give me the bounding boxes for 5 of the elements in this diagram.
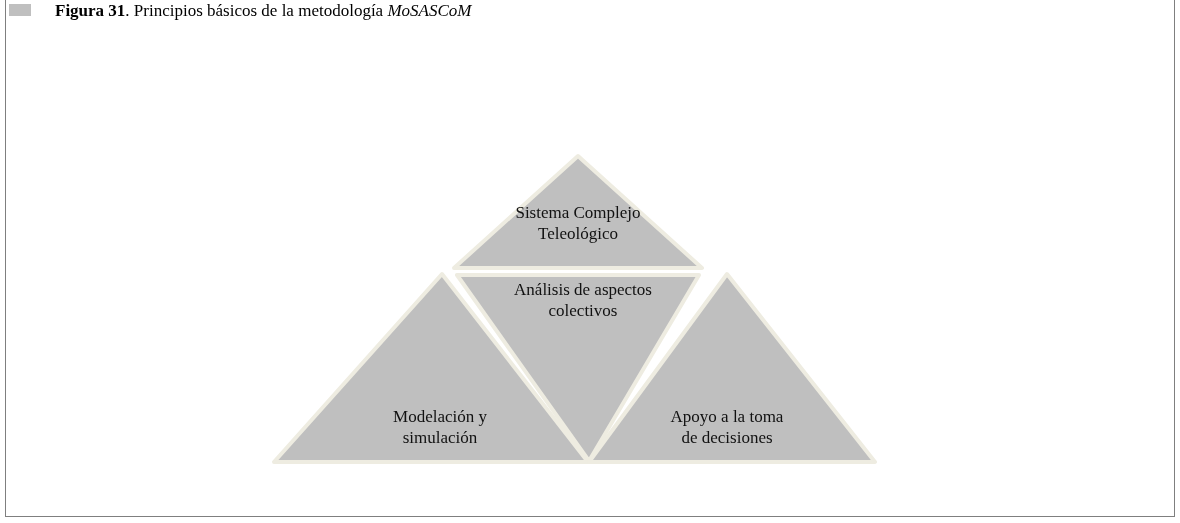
node-label: Modelación y simulación	[392, 406, 488, 448]
figure-title: Figura 31. Principios básicos de la metodología MoSASCoM	[55, 1, 472, 21]
node-label: Análisis de aspectos colectivos	[513, 279, 653, 321]
node-label: Sistema Complejo Teleológico	[514, 202, 642, 244]
node-label: Apoyo a la toma de decisiones	[669, 406, 785, 448]
